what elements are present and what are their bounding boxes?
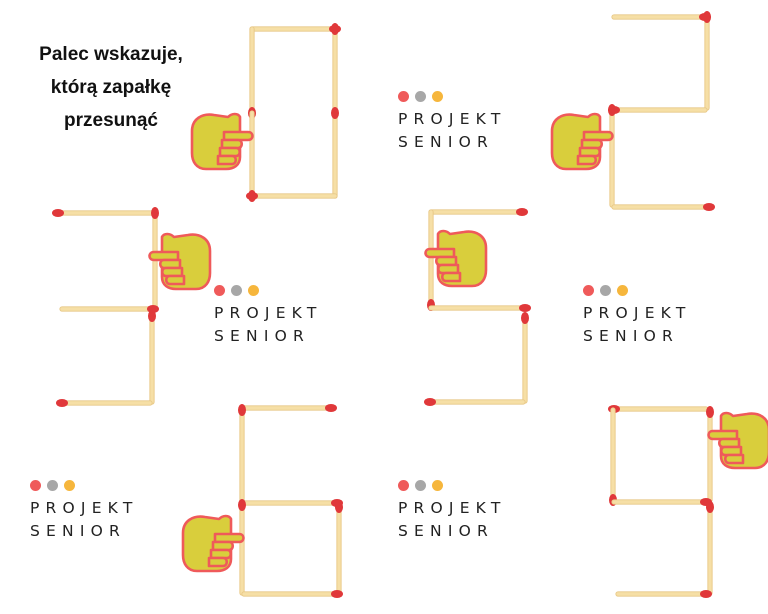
- matchstick: [249, 25, 341, 33]
- projekt-senior-logo: PROJEKT SENIOR: [583, 285, 733, 348]
- match-head: [56, 399, 68, 407]
- matchstick: [246, 192, 338, 200]
- match-head: [238, 499, 246, 511]
- matchstick: [611, 13, 711, 21]
- logo-dot-red: [214, 285, 225, 296]
- matchstick: [335, 501, 343, 596]
- logo-line-1: PROJEKT: [214, 304, 323, 322]
- matchstick: [706, 501, 714, 596]
- match-head: [238, 404, 246, 416]
- match-head: [246, 192, 258, 200]
- matchstick: [703, 11, 711, 111]
- projekt-senior-logo: PROJEKT SENIOR: [30, 480, 180, 543]
- logo-dot-red: [583, 285, 594, 296]
- matchstick: [424, 398, 526, 406]
- matchstick: [241, 404, 337, 412]
- matchstick: [521, 312, 529, 404]
- logo-line-1: PROJEKT: [398, 110, 507, 128]
- logo-line-1: PROJEKT: [398, 499, 507, 517]
- matchstick: [331, 23, 339, 116]
- matchstick: [428, 304, 531, 312]
- pointing-hand-icon: [150, 234, 211, 289]
- logo-dot-grey: [47, 480, 58, 491]
- instruction-line-1: Palec wskazuje,: [39, 44, 183, 65]
- match-head: [335, 501, 343, 513]
- logo-dot-grey: [415, 480, 426, 491]
- match-head: [516, 208, 528, 216]
- matchstick: [52, 209, 156, 217]
- matchstick: [238, 404, 246, 505]
- instruction-line-3: przesunąć: [64, 110, 158, 131]
- matchstick: [608, 405, 709, 413]
- matchstick: [608, 106, 708, 114]
- matchstick: [428, 208, 528, 216]
- match-head: [331, 23, 339, 35]
- logo-dot-yellow: [432, 91, 443, 102]
- matchstick: [611, 203, 715, 211]
- instruction-text: Palec wskazuje, którą zapałkę przesunąć: [8, 38, 214, 137]
- matchstick: [611, 498, 712, 506]
- match-head: [331, 590, 343, 598]
- match-head: [703, 11, 711, 23]
- pointing-hand-icon: [709, 413, 768, 468]
- pointing-hand-icon: [192, 114, 253, 169]
- logo-line-2: SENIOR: [30, 522, 126, 540]
- projekt-senior-logo: PROJEKT SENIOR: [214, 285, 364, 348]
- instruction-line-2: którą zapałkę: [50, 77, 172, 98]
- logo-dot-grey: [231, 285, 242, 296]
- match-head: [703, 203, 715, 211]
- matchstick-digits: [52, 11, 715, 598]
- logo-line-1: PROJEKT: [583, 304, 692, 322]
- projekt-senior-logo: PROJEKT SENIOR: [398, 480, 548, 543]
- matchstick: [241, 499, 343, 507]
- projekt-senior-logo: PROJEKT SENIOR: [398, 91, 548, 154]
- logo-dot-red: [398, 91, 409, 102]
- logo-dot-yellow: [248, 285, 259, 296]
- logo-line-2: SENIOR: [398, 522, 494, 540]
- pointing-hand-icon: [183, 516, 244, 571]
- matchstick: [148, 310, 156, 405]
- match-head: [325, 404, 337, 412]
- match-head: [424, 398, 436, 406]
- pointing-hand-icon: [552, 114, 613, 169]
- match-head: [706, 406, 714, 418]
- pointing-hands: [150, 114, 768, 571]
- match-head: [331, 107, 339, 119]
- match-head: [700, 590, 712, 598]
- matchstick: [427, 209, 435, 311]
- matchstick: [248, 26, 256, 119]
- match-head: [148, 310, 156, 322]
- matchstick: [331, 107, 339, 199]
- matchstick: [241, 590, 343, 598]
- pointing-hand-icon: [426, 231, 487, 286]
- logo-dot-yellow: [617, 285, 628, 296]
- matchstick: [59, 305, 159, 313]
- matchstick: [609, 407, 617, 506]
- matchstick: [56, 399, 153, 407]
- logo-dot-yellow: [432, 480, 443, 491]
- matchstick: [238, 499, 246, 596]
- logo-dot-red: [398, 480, 409, 491]
- logo-line-2: SENIOR: [583, 327, 679, 345]
- logo-line-1: PROJEKT: [30, 499, 139, 517]
- logo-line-2: SENIOR: [398, 133, 494, 151]
- logo-dot-grey: [415, 91, 426, 102]
- logo-line-2: SENIOR: [214, 327, 310, 345]
- match-head: [608, 104, 616, 116]
- match-head: [706, 501, 714, 513]
- logo-dot-yellow: [64, 480, 75, 491]
- match-head: [521, 312, 529, 324]
- match-head: [52, 209, 64, 217]
- logo-dot-red: [30, 480, 41, 491]
- matchstick: [248, 110, 256, 202]
- logo-dot-grey: [600, 285, 611, 296]
- match-head: [519, 304, 531, 312]
- matchstick: [608, 104, 616, 208]
- matchstick: [706, 406, 714, 503]
- matchstick: [615, 590, 712, 598]
- match-head: [151, 207, 159, 219]
